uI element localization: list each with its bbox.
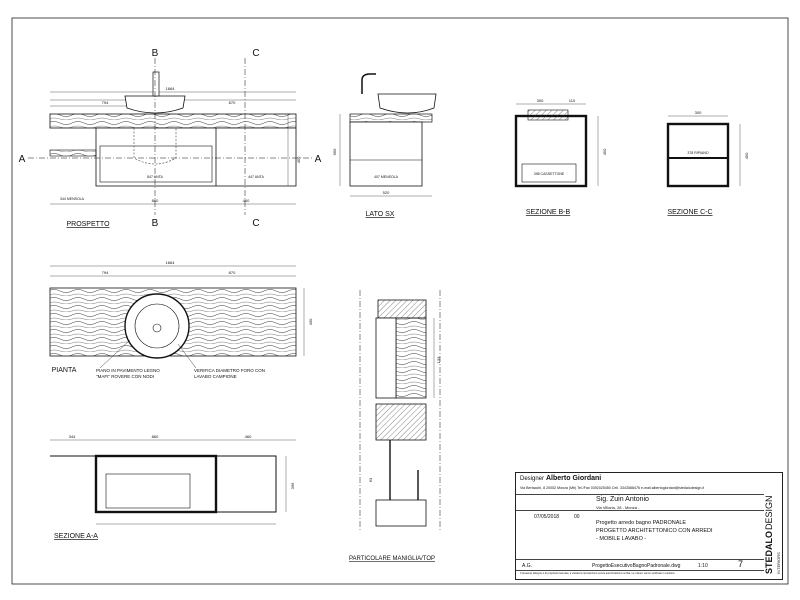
section-mark-b-bottom: B <box>152 218 159 229</box>
view-title-pianta: PIANTA <box>52 367 77 374</box>
dim-b-110: 110 <box>569 98 576 103</box>
note-piano: PIANO IN PAVIMENTO LEGNO <box>96 368 160 373</box>
pianta-dim-total: 1664 <box>166 260 176 265</box>
basin-plan <box>124 293 190 359</box>
label-cassettone: 398 CASSETTONE <box>534 172 565 176</box>
designer-name: Alberto Giordani <box>546 475 602 482</box>
dim-aa-460: 460 <box>245 434 252 439</box>
dim-right-part: 870 <box>229 100 236 105</box>
lato-sx-view: 407 MENSOLA 520 960 LATO SX <box>332 73 437 218</box>
label-anta-447: 447 ANTA <box>248 175 264 179</box>
project-line-3: - MOBILE LAVABO - <box>596 536 647 542</box>
dim-460: 460 <box>243 198 250 203</box>
dim-part-63: 63 <box>368 477 373 482</box>
label-mensola-sx: 407 MENSOLA <box>374 175 399 179</box>
scale: 1:10 <box>698 563 708 569</box>
section-mark-b-top: B <box>152 48 159 59</box>
view-title-sezione-bb: SEZIONE B-B <box>526 209 571 216</box>
dim-c-450: 450 <box>744 152 749 159</box>
dim-aa-344: 344 <box>69 434 76 439</box>
client-name: Sig. Zuin Antonio <box>596 496 649 503</box>
designer-address: Via Bertacchi, 8 20052 Monza (Mb) Tel./F… <box>520 486 705 490</box>
dim-left-part: 794 <box>102 100 109 105</box>
file-name: ProgettoEsecutivoBagnoPadronale.dwg <box>592 563 681 569</box>
particolare-view: 133 63 PARTICOLARE MANIGLIA/TOP <box>349 290 441 562</box>
section-mark-a-left: A <box>19 154 26 165</box>
faucet <box>152 71 160 97</box>
section-mark-a-right: A <box>315 154 322 165</box>
designer-label: Designer <box>520 476 545 482</box>
project-line-2: PROGETTO ARCHITETTONICO CON ARREDI <box>596 528 713 534</box>
dim-b-450: 450 <box>602 148 607 155</box>
sezione-bb-view: 398 CASSETTONE 300 110 450 SEZIONE B-B <box>514 98 607 216</box>
title-block: Designer Alberto Giordani Via Bertacchi,… <box>515 472 783 580</box>
dim-aa-396: 396 <box>290 482 295 489</box>
dim-h-960: 960 <box>332 148 337 155</box>
section-mark-c-bottom: C <box>252 218 259 229</box>
sezione-cc-view: 378 RIPIANO 300 450 SEZIONE C-C <box>666 110 749 216</box>
label-mensola: 344 MENSOLA <box>60 197 85 201</box>
note-verifica-2: LAVABO CAMPIONE <box>194 374 237 379</box>
note-piano-2: "MAFI" ROVERE CON NODI <box>96 374 154 379</box>
note-verifica: VERIFICA DIAMETRO FORO CON <box>194 368 265 373</box>
brand-design: DESIGN <box>764 495 774 530</box>
view-title-sezione-aa: SEZIONE A-A <box>54 533 98 540</box>
date: 07/05/2018 <box>534 514 560 520</box>
disclaimer: Il presente disegno è di proprietà riser… <box>520 572 676 575</box>
section-mark-c-top: C <box>252 48 259 59</box>
brand-logo: STEDALO DESIGN INTERIORS <box>764 495 781 574</box>
dim-total-width: 1664 <box>166 86 176 91</box>
pianta-dim-right: 870 <box>229 270 236 275</box>
pianta-dim-left: 794 <box>102 270 109 275</box>
dim-b-300: 300 <box>537 98 544 103</box>
dim-lato-520: 520 <box>383 190 390 195</box>
dim-aa-860: 860 <box>152 434 159 439</box>
revision: 00 <box>574 514 580 520</box>
prospetto-view: 1664 794 870 847 ANTA 447 ANTA 344 MENSO… <box>19 48 322 229</box>
view-title-lato-sx: LATO SX <box>366 211 395 218</box>
view-title-sezione-cc: SEZIONE C-C <box>667 209 712 216</box>
sheet-border <box>11 17 789 585</box>
dim-part-133: 133 <box>436 356 441 363</box>
dim-860: 860 <box>152 198 159 203</box>
client-address: Via Villoria, 28 - Monza - <box>596 505 640 510</box>
label-anta-847: 847 ANTA <box>147 175 163 179</box>
dim-depth-top: 450 <box>296 156 301 163</box>
brand-stedalo: STEDALO <box>764 531 774 574</box>
dim-c-300: 300 <box>695 110 702 115</box>
sheet-number: 7 <box>738 559 744 569</box>
view-title-particolare: PARTICOLARE MANIGLIA/TOP <box>349 556 435 562</box>
dim-depth-plan: 430 <box>308 318 313 325</box>
author: A.G. <box>522 563 533 569</box>
project-line-1: Progetto arredo bagno PADRONALE <box>596 520 687 526</box>
view-title-prospetto: PROSPETTO <box>66 221 110 228</box>
brand-interiors: INTERIORS <box>776 552 781 574</box>
sezione-aa-view: 344 860 460 396 SEZIONE A-A <box>50 434 296 540</box>
pianta-view: 1664 794 870 430 PIANO IN PAVIMENTO LEGN… <box>49 260 313 379</box>
label-ripiano: 378 RIPIANO <box>687 151 708 155</box>
